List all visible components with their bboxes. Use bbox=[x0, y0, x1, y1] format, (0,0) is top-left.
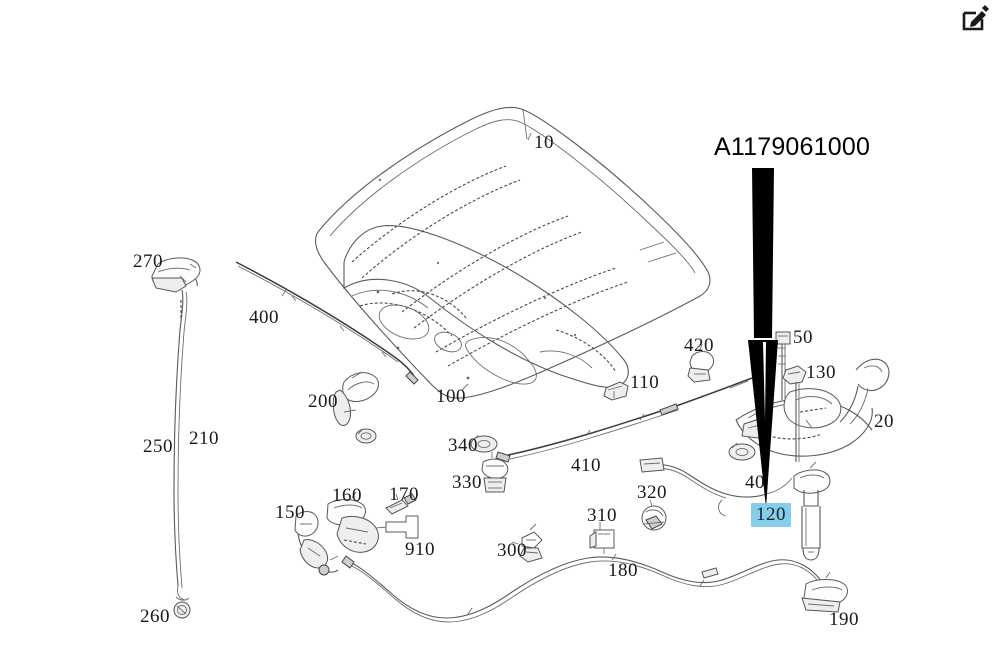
part-number-callout: A1179061000 bbox=[714, 133, 871, 161]
part-130-nut bbox=[782, 365, 807, 462]
part-label-180[interactable]: 180 bbox=[608, 560, 638, 581]
part-label-320[interactable]: 320 bbox=[637, 482, 667, 503]
part-label-100[interactable]: 100 bbox=[436, 386, 466, 407]
part-label-400[interactable]: 400 bbox=[249, 307, 279, 328]
part-210-grommet bbox=[355, 428, 377, 444]
part-label-20[interactable]: 20 bbox=[874, 411, 894, 432]
part-270-rod-holder-bracket bbox=[151, 257, 201, 293]
gas-strut-cylinder bbox=[793, 461, 831, 561]
callout-arrow bbox=[748, 168, 778, 508]
part-160-latch-body bbox=[326, 491, 379, 553]
part-340-seal-washer bbox=[470, 434, 498, 453]
part-label-40[interactable]: 40 bbox=[745, 472, 765, 493]
part-40-washer bbox=[728, 442, 756, 461]
part-label-130[interactable]: 130 bbox=[806, 362, 836, 383]
part-label-310[interactable]: 310 bbox=[587, 505, 617, 526]
part-260-rod-tip bbox=[173, 596, 191, 619]
part-330-buffer-stop bbox=[481, 452, 509, 493]
part-180-release-cable bbox=[341, 553, 832, 623]
part-410-rear-seal-strip bbox=[495, 377, 753, 463]
part-label-110[interactable]: 110 bbox=[630, 372, 660, 393]
part-190-cable-end-bracket bbox=[801, 571, 848, 613]
part-label-410[interactable]: 410 bbox=[571, 455, 601, 476]
part-label-200[interactable]: 200 bbox=[308, 391, 338, 412]
edit-pencil-icon bbox=[962, 5, 989, 31]
part-label-330[interactable]: 330 bbox=[452, 472, 482, 493]
part-300-cable-clip bbox=[511, 523, 543, 563]
part-label-10[interactable]: 10 bbox=[534, 132, 554, 153]
part-label-50[interactable]: 50 bbox=[793, 327, 813, 348]
part-label-160[interactable]: 160 bbox=[332, 485, 362, 506]
part-label-420[interactable]: 420 bbox=[684, 335, 714, 356]
part-50-bolt bbox=[775, 331, 791, 400]
part-420-clip-retainer bbox=[687, 343, 715, 383]
part-label-120-selected[interactable]: 120 bbox=[751, 503, 791, 527]
part-310-cable-guide bbox=[589, 522, 615, 554]
part-10-hood-outer-panel bbox=[315, 106, 711, 399]
part-label-300[interactable]: 300 bbox=[497, 540, 527, 561]
part-910-actuator-plate bbox=[375, 515, 419, 539]
part-label-190[interactable]: 190 bbox=[829, 609, 859, 630]
part-320-cable-grommet bbox=[641, 499, 667, 531]
part-label-270[interactable]: 270 bbox=[133, 251, 163, 272]
part-label-170[interactable]: 170 bbox=[389, 484, 419, 505]
part-label-210[interactable]: 210 bbox=[189, 428, 219, 449]
part-200-support-rod-clip bbox=[332, 371, 379, 426]
part-400-front-seal-strip bbox=[235, 261, 419, 385]
part-150-latch-left bbox=[294, 511, 339, 576]
part-label-150[interactable]: 150 bbox=[275, 502, 305, 523]
part-170-striker-pin bbox=[385, 493, 417, 515]
part-label-910[interactable]: 910 bbox=[405, 539, 435, 560]
part-label-340[interactable]: 340 bbox=[448, 435, 478, 456]
part-label-250[interactable]: 250 bbox=[143, 436, 173, 457]
edit-button[interactable] bbox=[960, 4, 992, 34]
part-label-260[interactable]: 260 bbox=[140, 606, 170, 627]
part-120-gas-strut-cable bbox=[639, 457, 793, 517]
part-110-clip bbox=[603, 381, 629, 401]
part-100-hood-inner-frame bbox=[343, 224, 629, 391]
